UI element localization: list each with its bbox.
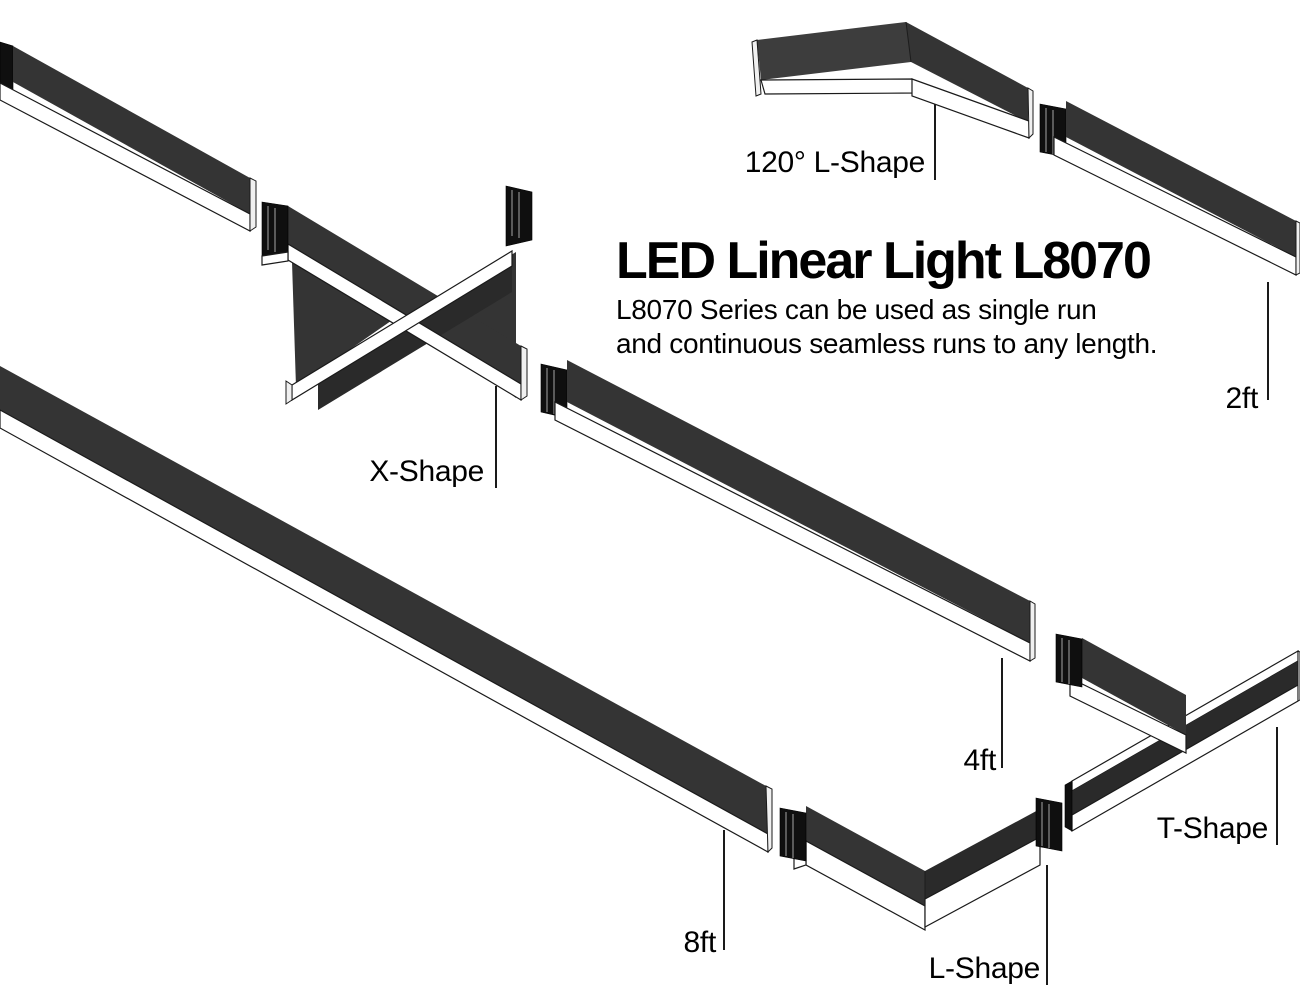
label-120-l-shape: 120° L-Shape <box>744 146 926 179</box>
fixture-housing <box>318 266 512 410</box>
fixture-end-face <box>765 785 773 854</box>
fixture-housing <box>1066 101 1296 257</box>
fixture-end-face <box>1295 220 1300 276</box>
fixture-end-face <box>751 39 762 97</box>
label-l-shape: L-Shape <box>928 952 1041 985</box>
fixture-120-l-shape <box>751 21 1034 140</box>
fixture-housing <box>0 366 768 834</box>
title-block: LED Linear Light L8070 L8070 Series can … <box>616 233 1236 361</box>
fixture-end-face <box>520 345 528 401</box>
fixture-housing <box>292 262 398 387</box>
fixture-l-shape <box>779 797 1063 932</box>
fixture-4ft <box>540 360 1036 662</box>
fixture-housing <box>1082 638 1186 735</box>
label-t-shape: T-Shape <box>1156 812 1269 845</box>
fixture-fold-edge <box>905 21 912 63</box>
fixture-housing <box>288 206 521 384</box>
fixture-run-segment-top-left <box>0 41 257 232</box>
fixture-housing <box>925 809 1040 899</box>
fixture-diffuser <box>261 251 289 266</box>
page-title: LED Linear Light L8070 <box>616 232 1152 290</box>
fixture-housing <box>906 22 1028 122</box>
fixture-diffuser <box>554 401 1031 662</box>
label-x-shape: X-Shape <box>369 455 484 488</box>
fixture-end-face <box>1029 600 1036 662</box>
fixture-end-face <box>285 380 293 405</box>
subtitle-line-2: and continuous seamless runs to any leng… <box>616 328 1158 359</box>
fixture-2ft <box>1039 101 1300 276</box>
fixture-diffuser <box>1069 677 1187 754</box>
fixture-housing <box>757 22 911 80</box>
page-subtitle: L8070 Series can be used as single run a… <box>616 293 1236 361</box>
fixture-end-face <box>249 177 257 232</box>
fixture-t-shape <box>1055 633 1300 833</box>
fixture-8ft <box>0 366 773 854</box>
subtitle-line-1: L8070 Series can be used as single run <box>616 294 1097 325</box>
label-4ft: 4ft <box>963 744 997 777</box>
fixture-housing <box>806 806 925 906</box>
fixture-end-face <box>1064 780 1073 832</box>
fixture-diffuser <box>0 82 251 232</box>
fixture-diffuser <box>760 78 917 95</box>
fixture-x-shape <box>261 185 533 410</box>
label-2ft: 2ft <box>1225 382 1259 415</box>
fixture-housing <box>567 360 1030 643</box>
fixture-end-face <box>1027 87 1034 140</box>
fixture-housing <box>13 46 250 214</box>
label-8ft: 8ft <box>683 926 717 959</box>
